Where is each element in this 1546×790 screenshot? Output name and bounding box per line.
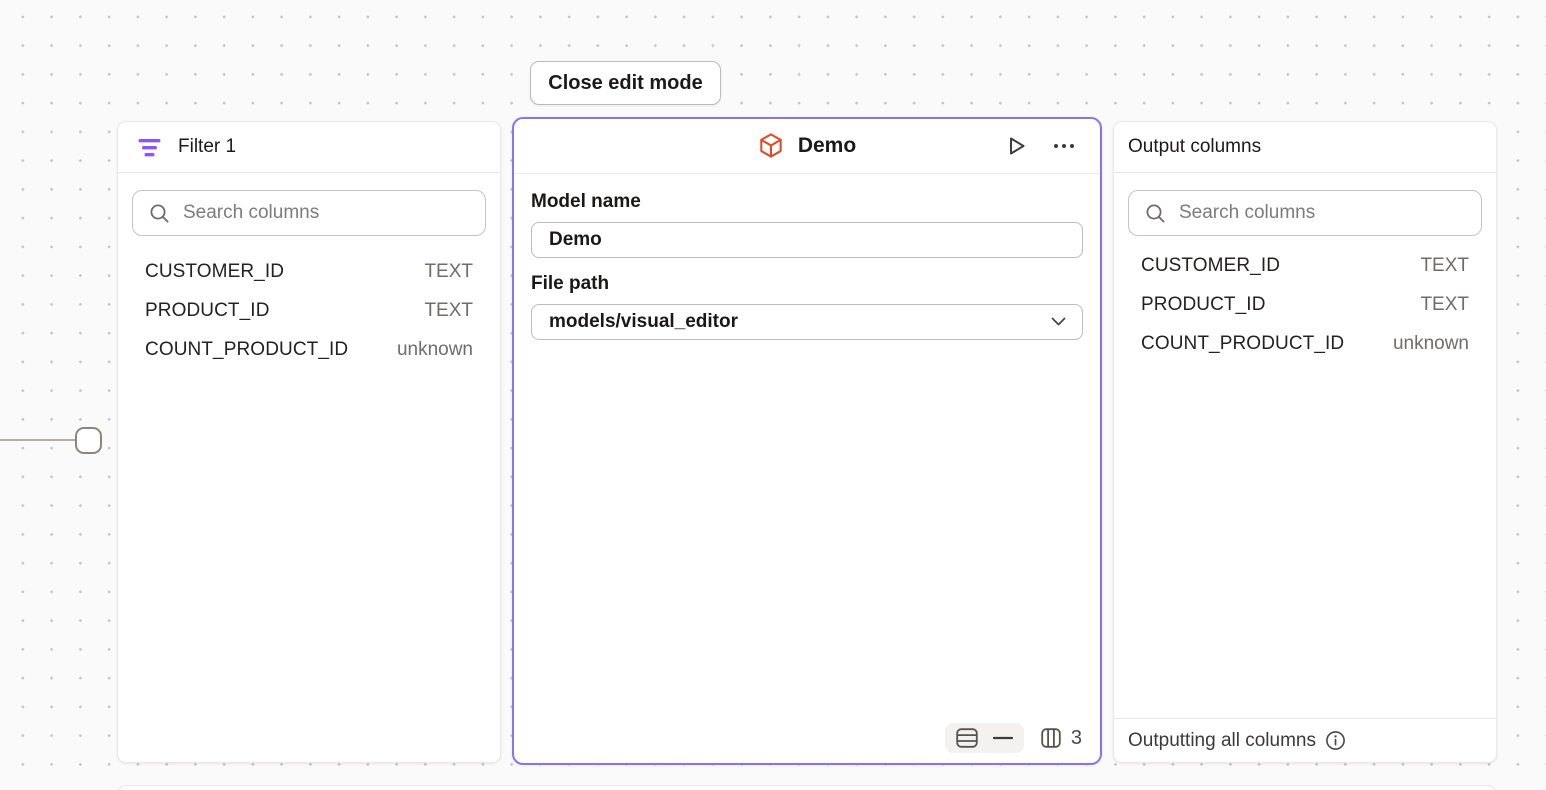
output-column-list: CUSTOMER_ID TEXT PRODUCT_ID TEXT COUNT_P… xyxy=(1128,246,1482,363)
column-type: unknown xyxy=(396,338,473,360)
output-footer: Outputting all columns xyxy=(1114,718,1496,762)
column-row[interactable]: PRODUCT_ID TEXT xyxy=(132,291,486,330)
output-search-box xyxy=(1128,190,1482,236)
column-type: unknown xyxy=(1392,332,1469,354)
output-columns-panel: Output columns CUSTOMER_ID TEXT PRODUCT_… xyxy=(1113,121,1497,763)
filter-panel-title: Filter 1 xyxy=(178,136,237,157)
filter-column-list: CUSTOMER_ID TEXT PRODUCT_ID TEXT COUNT_P… xyxy=(132,252,486,369)
column-name: PRODUCT_ID xyxy=(145,299,270,321)
column-row[interactable]: CUSTOMER_ID TEXT xyxy=(1128,246,1482,285)
row-count-toggle[interactable] xyxy=(944,723,1024,753)
chevron-down-icon xyxy=(1051,317,1066,327)
model-panel-title: Demo xyxy=(797,134,857,157)
filter-panel: Filter 1 CUSTOMER_ID TEXT PRODUCT_ID TEX xyxy=(117,121,501,763)
column-name: CUSTOMER_ID xyxy=(145,260,285,282)
table-rows-icon xyxy=(956,728,978,748)
output-panel-header: Output columns xyxy=(1114,122,1496,173)
run-model-button[interactable] xyxy=(1000,130,1032,162)
column-type: TEXT xyxy=(424,260,473,282)
column-row[interactable]: PRODUCT_ID TEXT xyxy=(1128,285,1482,324)
table-columns-icon xyxy=(1041,728,1061,748)
model-cube-icon xyxy=(758,132,784,160)
info-icon[interactable] xyxy=(1325,730,1346,751)
model-footer-stats: 3 xyxy=(944,723,1082,753)
filter-search-input[interactable] xyxy=(183,202,469,224)
column-name: PRODUCT_ID xyxy=(1141,293,1266,315)
column-count-toggle[interactable]: 3 xyxy=(1041,727,1082,750)
filter-search-box xyxy=(132,190,486,236)
column-name: COUNT_PRODUCT_ID xyxy=(1141,332,1345,354)
output-footer-text: Outputting all columns xyxy=(1128,729,1316,751)
file-path-label: File path xyxy=(531,273,610,294)
close-edit-mode-button[interactable]: Close edit mode xyxy=(530,61,721,105)
output-panel-title: Output columns xyxy=(1128,136,1262,157)
column-row[interactable]: CUSTOMER_ID TEXT xyxy=(132,252,486,291)
column-row[interactable]: COUNT_PRODUCT_ID unknown xyxy=(132,330,486,369)
edge-connector-line xyxy=(0,439,77,441)
filter-panel-header: Filter 1 xyxy=(118,122,500,173)
search-icon xyxy=(1145,203,1166,224)
output-search-input[interactable] xyxy=(1179,202,1465,224)
model-name-input[interactable] xyxy=(531,222,1083,258)
model-node-panel[interactable]: Demo xyxy=(512,117,1102,765)
filter-icon xyxy=(138,138,161,157)
ellipsis-icon xyxy=(1051,142,1077,150)
column-type: TEXT xyxy=(424,299,473,321)
column-count-value: 3 xyxy=(1070,726,1082,749)
file-path-select[interactable]: models/visual_editor xyxy=(531,304,1083,340)
column-name: CUSTOMER_ID xyxy=(1141,254,1281,276)
column-type: TEXT xyxy=(1420,254,1469,276)
model-panel-header: Demo xyxy=(514,119,1100,174)
minus-icon xyxy=(992,736,1013,740)
column-name: COUNT_PRODUCT_ID xyxy=(145,338,349,360)
column-row[interactable]: COUNT_PRODUCT_ID unknown xyxy=(1128,324,1482,363)
edge-connector-handle[interactable] xyxy=(75,427,102,454)
play-icon xyxy=(1003,133,1029,159)
bottom-panel xyxy=(117,785,1497,790)
file-path-value: models/visual_editor xyxy=(549,311,739,332)
more-options-button[interactable] xyxy=(1048,130,1080,162)
search-icon xyxy=(149,203,170,224)
column-type: TEXT xyxy=(1420,293,1469,315)
model-name-label: Model name xyxy=(531,191,641,212)
